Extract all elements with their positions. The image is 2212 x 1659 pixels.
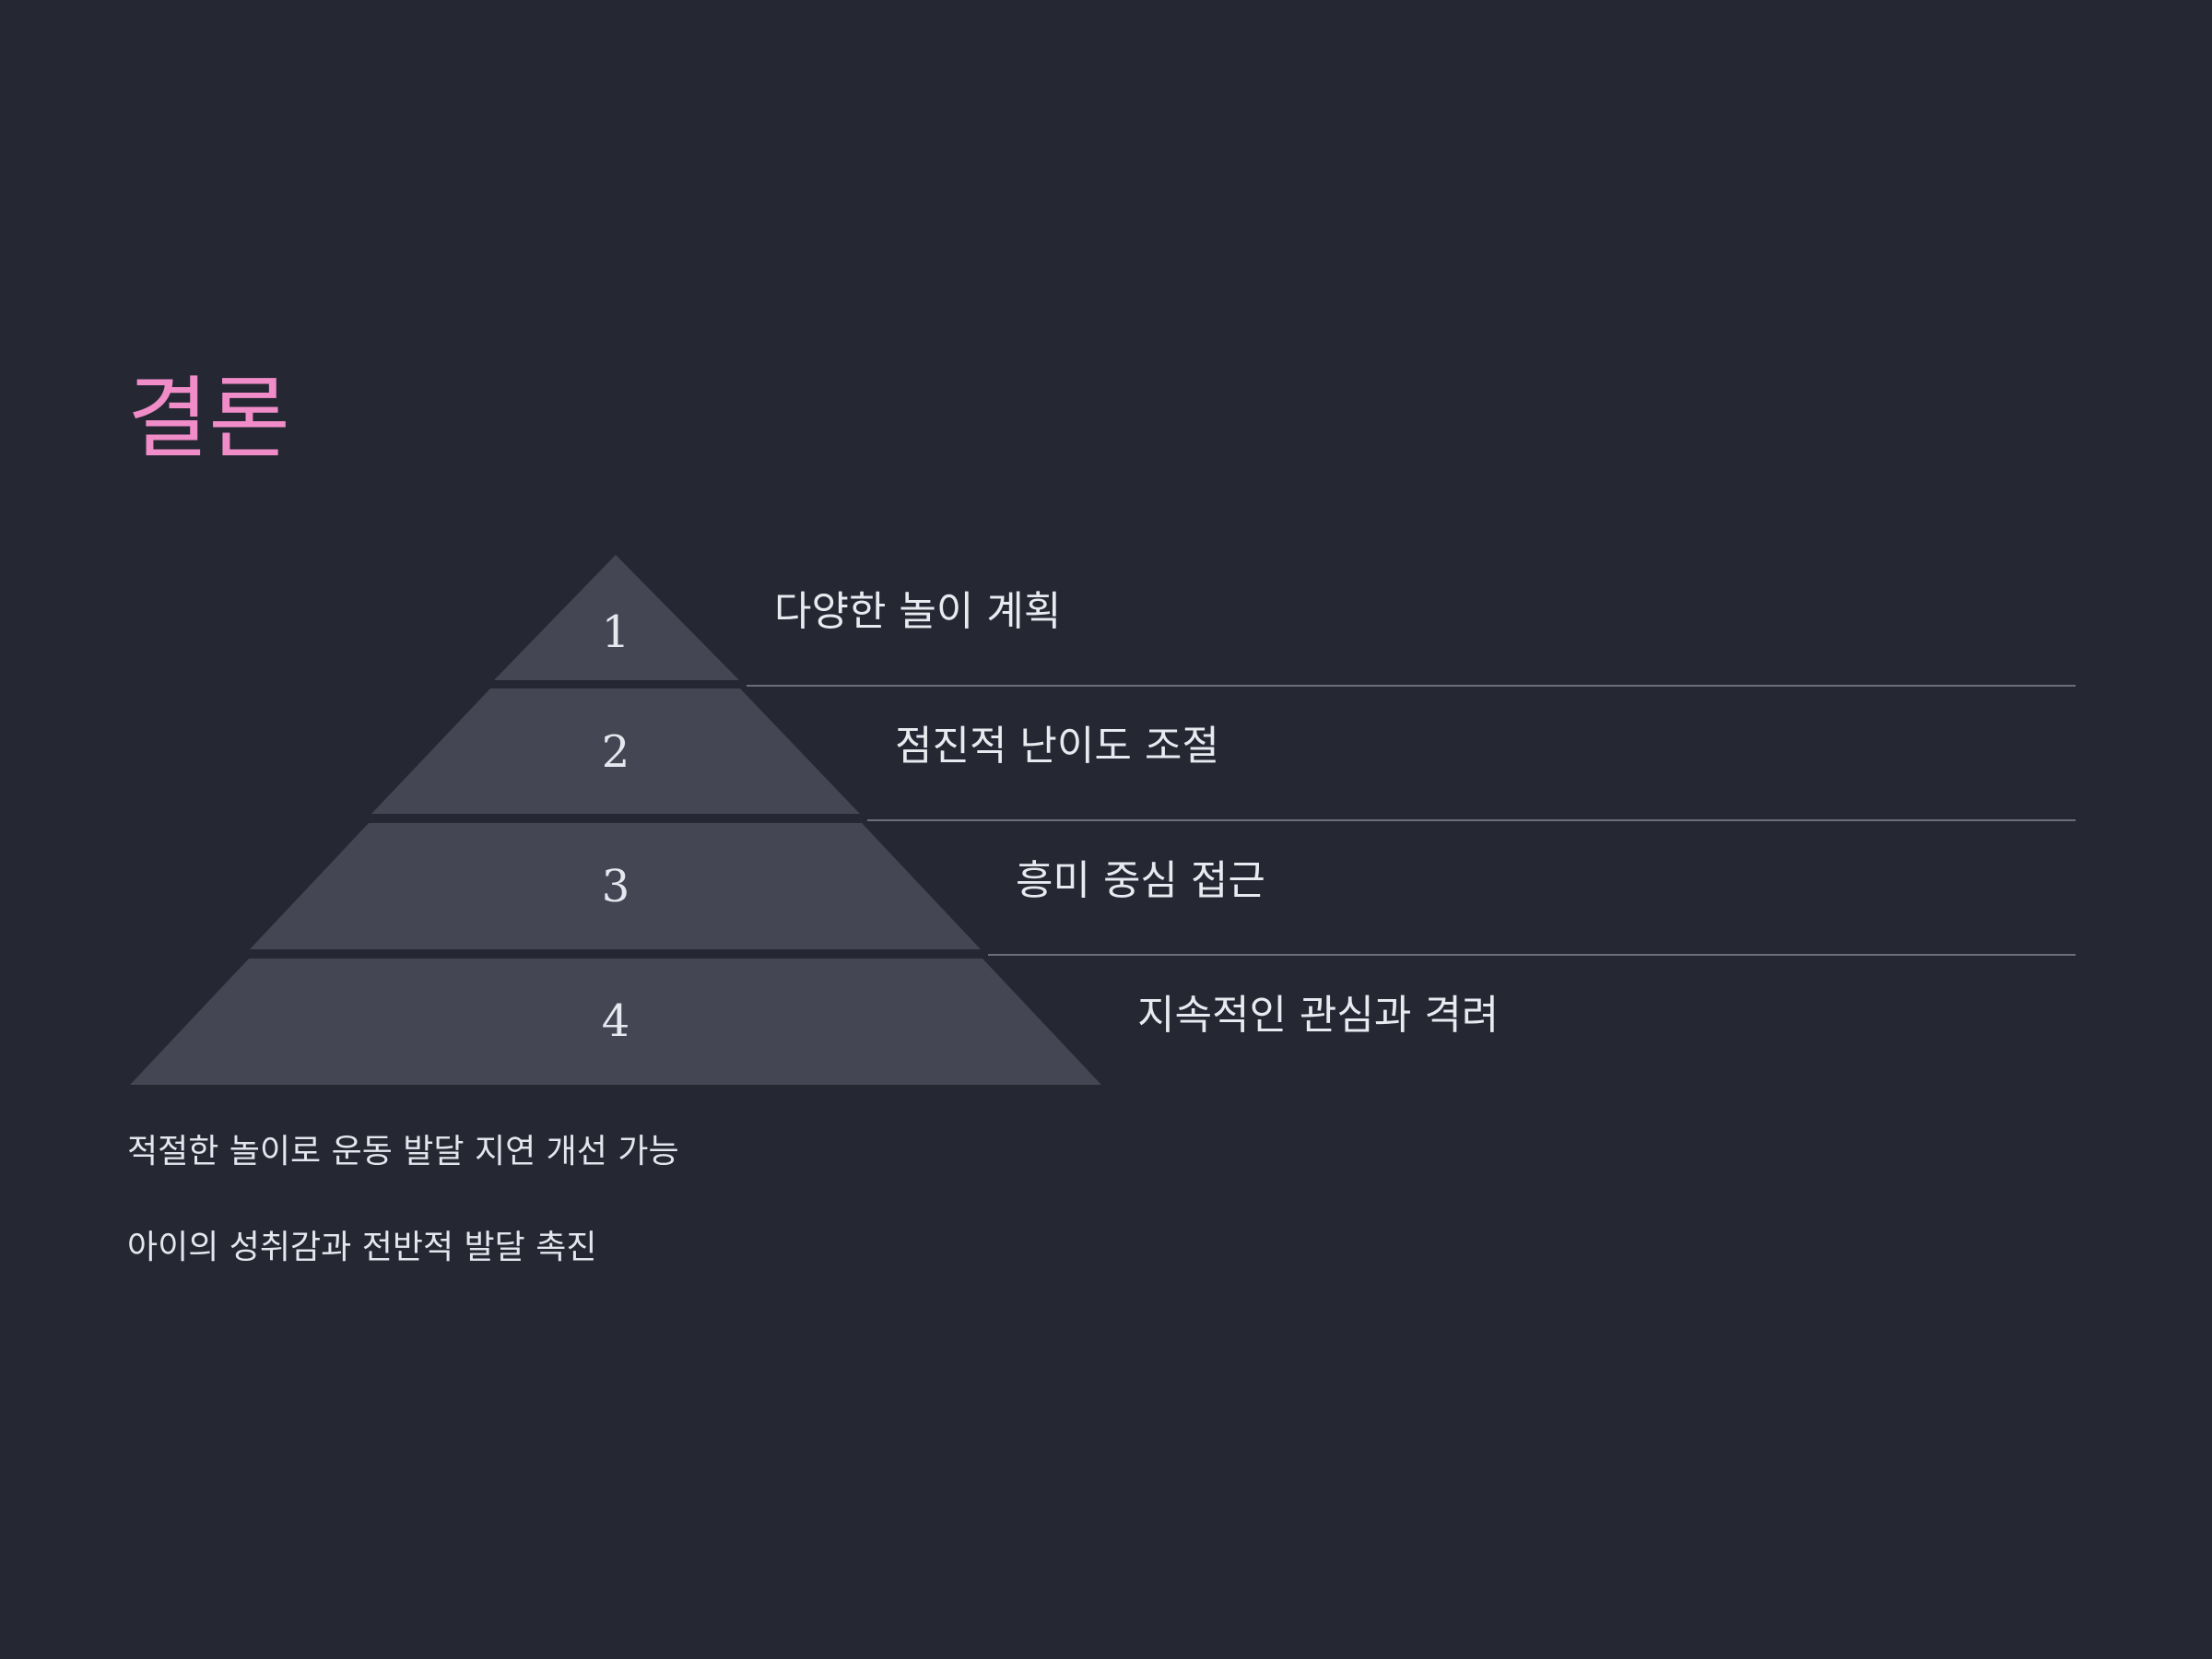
tier-number-4: 4 (602, 995, 630, 1047)
slide-title: 결론 (127, 367, 290, 470)
pyramid-tier-4 (130, 959, 1101, 1085)
conclusion-note-2: 아이의 성취감과 전반적 발달 촉진 (127, 1229, 597, 1266)
tier-number-1: 1 (602, 606, 630, 658)
tier-label-3: 흥미 중심 접근 (1016, 857, 1265, 904)
pyramid-tier-2 (371, 688, 860, 814)
pyramid-tier-1 (494, 555, 739, 680)
tier-label-1: 다양한 놀이 계획 (774, 588, 1062, 635)
conclusion-note-1: 적절한 놀이로 운동 발달 지연 개선 가능 (127, 1133, 679, 1171)
tier-number-2: 2 (602, 726, 630, 778)
tier-label-4: 지속적인 관심과 격려 (1137, 992, 1500, 1039)
pyramid-tier-3 (250, 823, 981, 949)
tier-label-2: 점진적 난이도 조절 (895, 723, 1219, 770)
tier-number-3: 3 (602, 861, 630, 912)
